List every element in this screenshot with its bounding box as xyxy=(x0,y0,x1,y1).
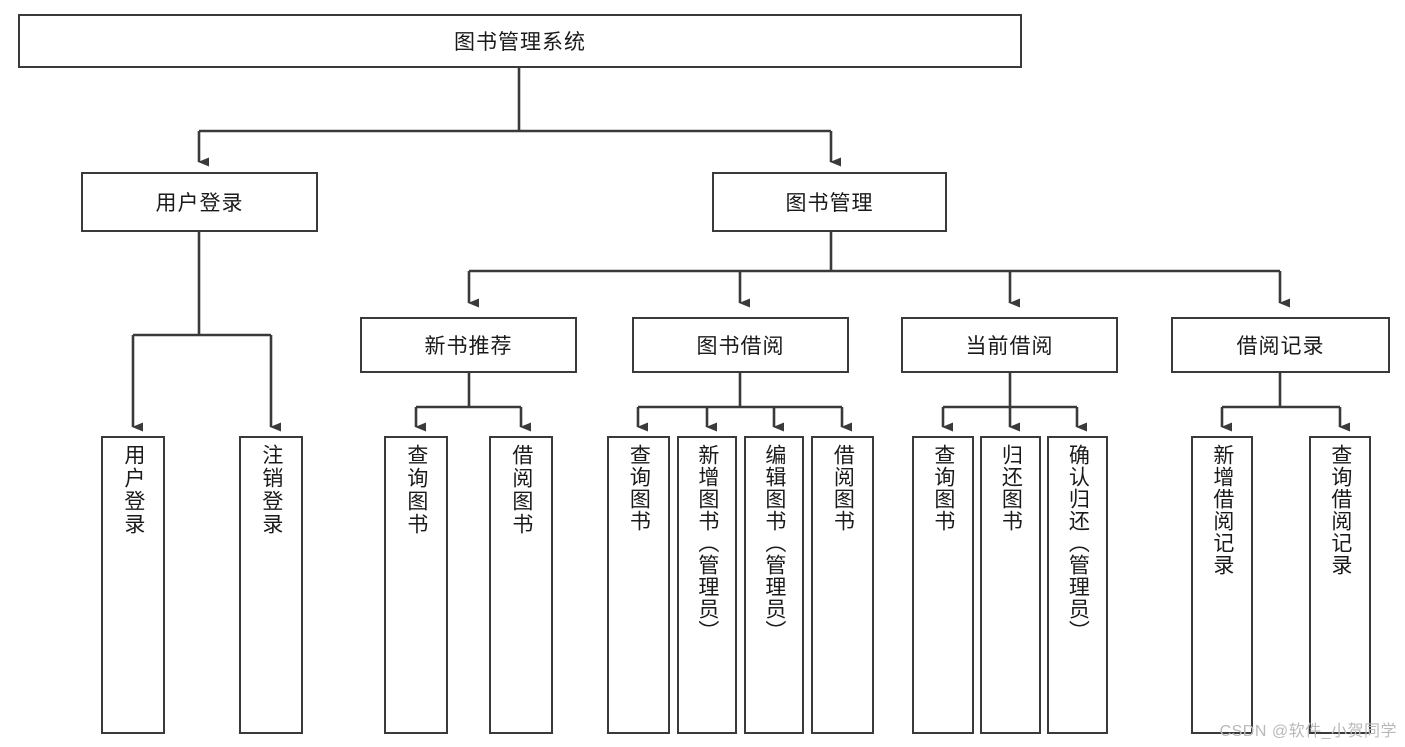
leaf-recommend-borrow-book[interactable]: 借阅图书 xyxy=(489,436,553,734)
leaf-borrow-borrow-book[interactable]: 借阅图书 xyxy=(811,436,874,734)
leaf-label: 注销登录 xyxy=(259,444,283,536)
watermark: CSDN @软件_小贺同学 xyxy=(1219,723,1397,740)
leaf-recommend-query-book[interactable]: 查询图书 xyxy=(384,436,448,734)
node-new-book-recommend[interactable]: 新书推荐 xyxy=(360,317,577,373)
leaf-borrow-add-book-admin[interactable]: 新增图书（管理员） xyxy=(677,436,737,734)
leaf-label: 用户登录 xyxy=(121,444,145,536)
node-borrow-record[interactable]: 借阅记录 xyxy=(1171,317,1390,373)
leaf-borrow-query-book[interactable]: 查询图书 xyxy=(607,436,670,734)
leaf-label: 查询借阅记录 xyxy=(1328,444,1352,576)
leaf-record-add-record[interactable]: 新增借阅记录 xyxy=(1191,436,1253,734)
leaf-record-query-record[interactable]: 查询借阅记录 xyxy=(1309,436,1371,734)
node-current-borrow[interactable]: 当前借阅 xyxy=(901,317,1118,373)
leaf-user-login-logout[interactable]: 注销登录 xyxy=(239,436,303,734)
leaf-label: 查询图书 xyxy=(404,444,428,536)
leaf-label: 确认归还（管理员） xyxy=(1066,444,1090,642)
node-book-management-label: 图书管理 xyxy=(785,192,874,215)
node-book-borrow[interactable]: 图书借阅 xyxy=(632,317,849,373)
leaf-label: 查询图书 xyxy=(627,444,651,532)
leaf-current-return-book[interactable]: 归还图书 xyxy=(980,436,1041,734)
leaf-label: 查询图书 xyxy=(931,444,955,532)
node-book-borrow-label: 图书借阅 xyxy=(696,335,785,358)
node-borrow-record-label: 借阅记录 xyxy=(1236,335,1325,358)
node-new-book-recommend-label: 新书推荐 xyxy=(424,335,513,358)
node-root[interactable]: 图书管理系统 xyxy=(18,14,1022,68)
node-book-management[interactable]: 图书管理 xyxy=(712,172,947,232)
node-root-label: 图书管理系统 xyxy=(454,31,586,54)
leaf-label: 借阅图书 xyxy=(831,444,855,532)
leaf-label: 新增图书（管理员） xyxy=(695,444,719,642)
node-user-login-label: 用户登录 xyxy=(155,192,244,215)
leaf-label: 借阅图书 xyxy=(509,444,533,536)
node-user-login[interactable]: 用户登录 xyxy=(81,172,318,232)
leaf-current-confirm-return-admin[interactable]: 确认归还（管理员） xyxy=(1047,436,1108,734)
leaf-current-query-book[interactable]: 查询图书 xyxy=(912,436,974,734)
leaf-label: 归还图书 xyxy=(999,444,1023,532)
leaf-label: 编辑图书（管理员） xyxy=(762,444,786,642)
leaf-user-login-login[interactable]: 用户登录 xyxy=(101,436,165,734)
node-current-borrow-label: 当前借阅 xyxy=(965,335,1054,358)
leaf-label: 新增借阅记录 xyxy=(1210,444,1234,576)
leaf-borrow-edit-book-admin[interactable]: 编辑图书（管理员） xyxy=(744,436,804,734)
